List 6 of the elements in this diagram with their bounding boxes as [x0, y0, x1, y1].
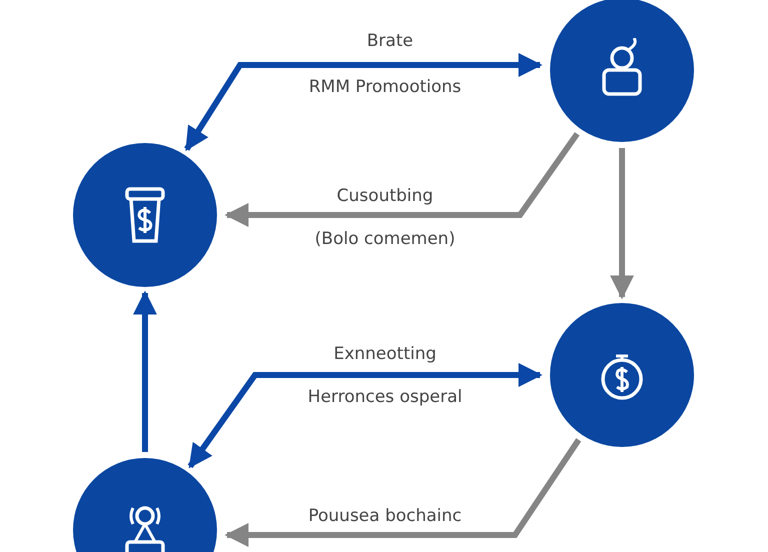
arrow — [133, 290, 157, 452]
arrow — [224, 438, 582, 547]
arrow — [188, 363, 542, 468]
arrow — [184, 53, 542, 152]
arrow — [224, 132, 580, 227]
arrow — [610, 148, 634, 300]
